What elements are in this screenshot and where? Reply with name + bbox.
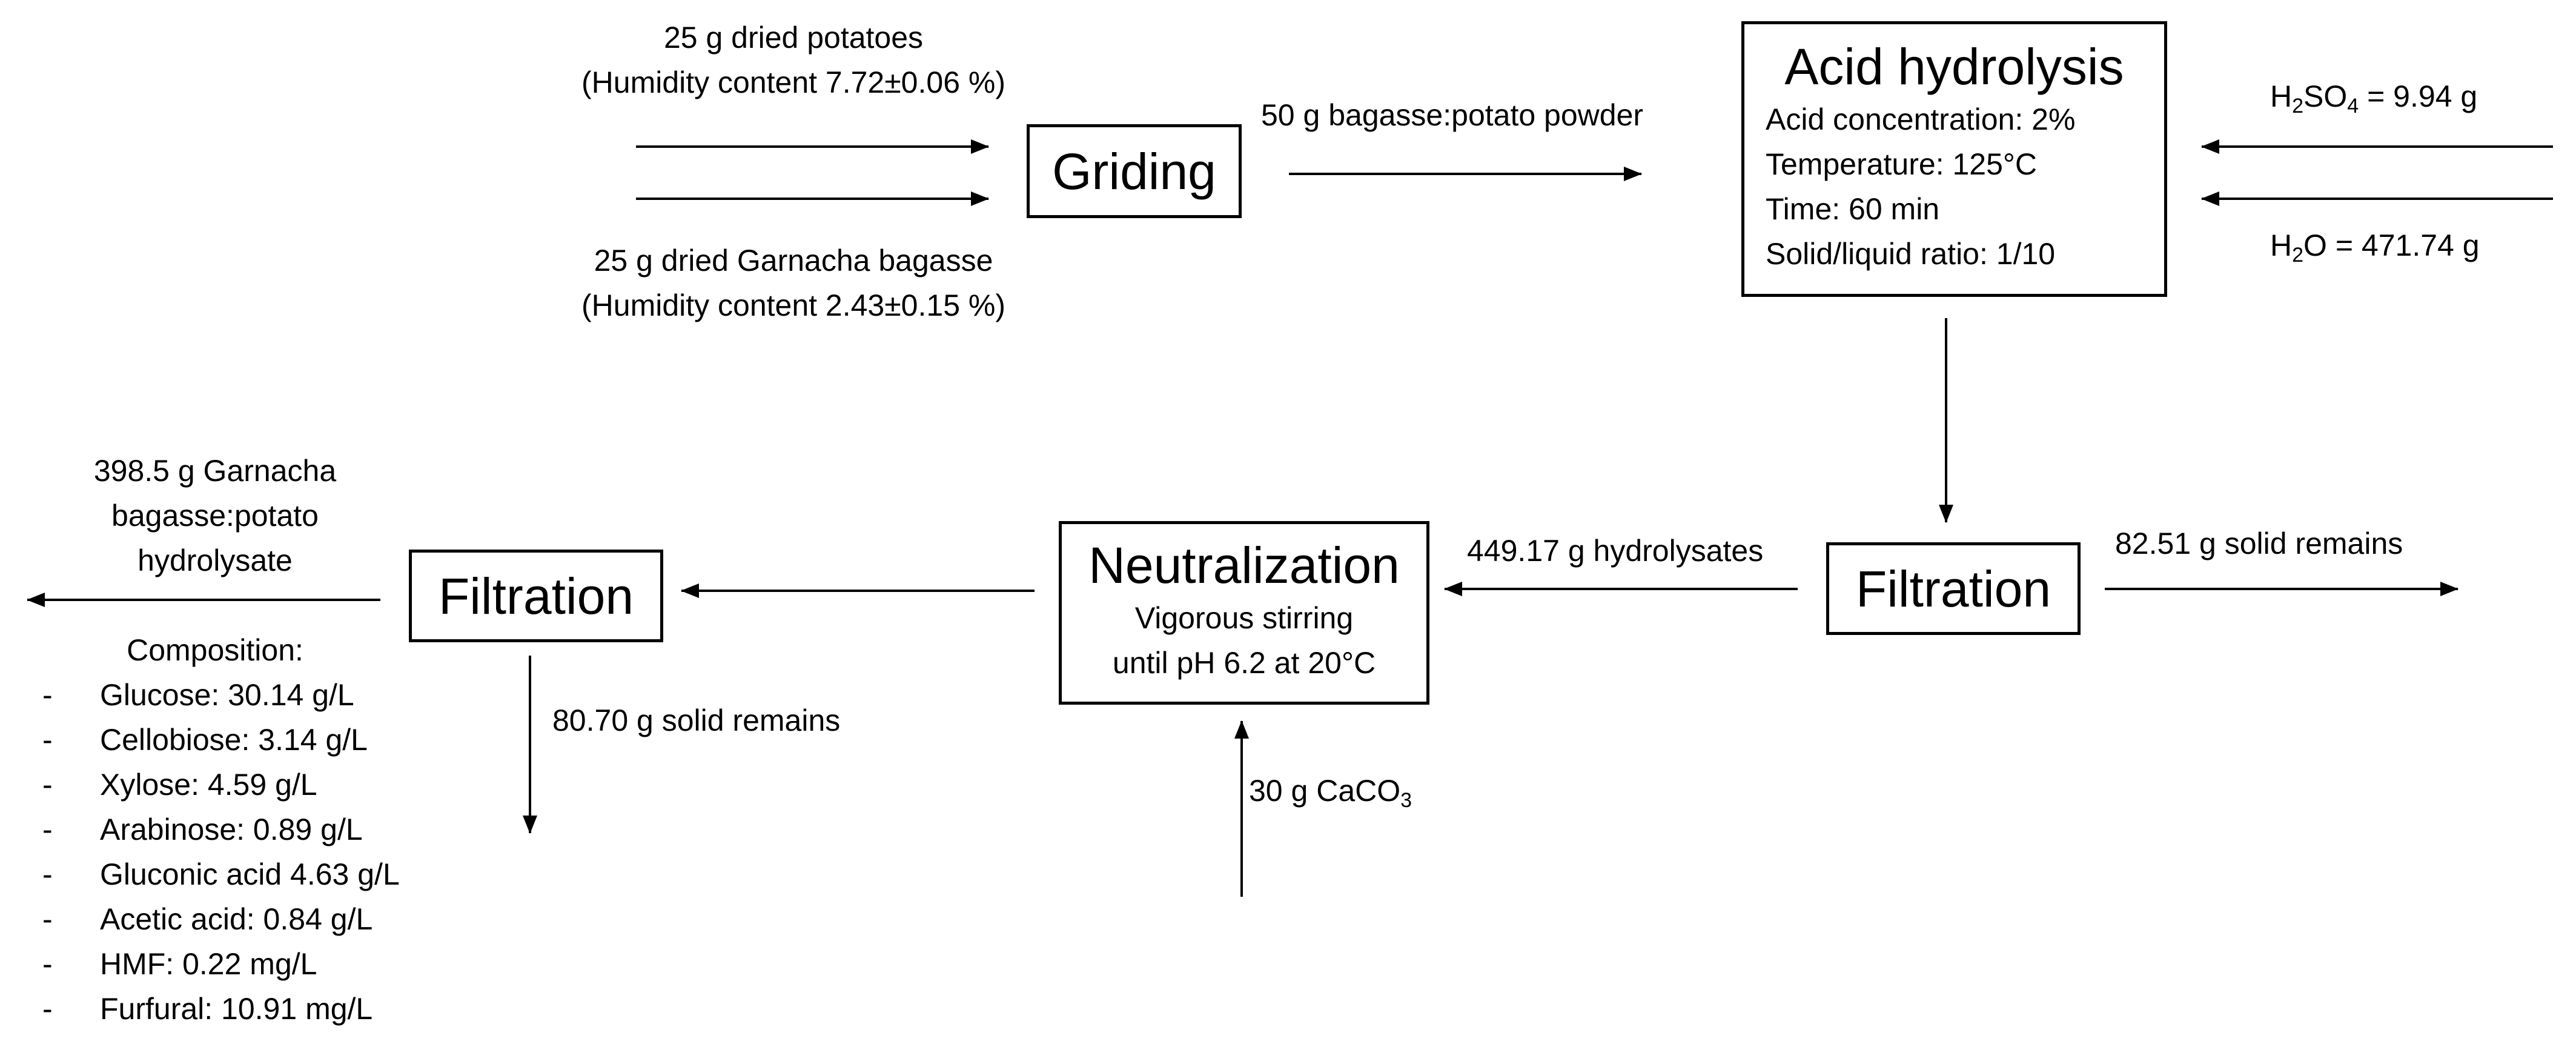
hydrolysis-param-time: Time: 60 min [1766,192,1940,226]
composition-item: Glucose: 30.14 g/L [42,673,400,717]
filtration-right-solids-label: 82.51 g solid remains [2115,527,2403,560]
composition-item: Furfural: 10.91 mg/L [42,986,400,1031]
composition-item: Gluconic acid 4.63 g/L [42,852,400,897]
powder-label: 50 g bagasse:potato powder [1261,98,1644,132]
acid-hydrolysis-box: Acid hydrolysis Acid concentration: 2% T… [1741,21,2167,297]
neutralization-line1: Vigorous stirring [1134,601,1354,635]
griding-box: Griding [1027,124,1242,218]
h2so4-label: H2SO4 = 9.94 g [2270,79,2478,118]
neutralization-title: Neutralization [1088,537,1400,594]
griding-title: Griding [1052,142,1216,200]
filtration-right-box: Filtration [1826,542,2081,635]
composition-item: Cellobiose: 3.14 g/L [42,717,400,762]
composition-item: Arabinose: 0.89 g/L [42,807,400,852]
bagasse-input-label: 25 g dried Garnacha bagasse (Humidity co… [581,244,1005,322]
composition-item: Acetic acid: 0.84 g/L [42,897,400,942]
composition-item: Xylose: 4.59 g/L [42,762,400,807]
potatoes-input-label: 25 g dried potatoes (Humidity content 7.… [581,21,1005,99]
acid-hydrolysis-title: Acid hydrolysis [1784,38,2124,95]
caco3-label: 30 g CaCO3 [1249,774,1412,812]
hydrolysis-param-acid: Acid concentration: 2% [1766,102,2076,136]
filtration-right-title: Filtration [1855,560,2051,617]
h2o-label: H2O = 471.74 g [2270,228,2480,267]
neutralization-line2: until pH 6.2 at 20°C [1112,646,1376,680]
composition-heading: Composition: [127,633,303,667]
filtration-left-box: Filtration [409,550,663,642]
composition-item: HMF: 0.22 mg/L [42,942,400,986]
composition-list: Glucose: 30.14 g/L Cellobiose: 3.14 g/L … [42,673,400,1031]
filtration-left-solids-label: 80.70 g solid remains [552,703,841,737]
hydrolysis-param-ratio: Solid/liquid ratio: 1/10 [1766,237,2056,271]
hydrolysate-output-label: 398.5 g Garnacha bagasse:potato hydrolys… [93,454,337,577]
hydrolysis-param-temperature: Temperature: 125°C [1766,147,2037,181]
hydrolysates-label: 449.17 g hydrolysates [1467,534,1764,568]
neutralization-box: Neutralization Vigorous stirring until p… [1059,521,1429,705]
filtration-left-title: Filtration [438,567,634,625]
